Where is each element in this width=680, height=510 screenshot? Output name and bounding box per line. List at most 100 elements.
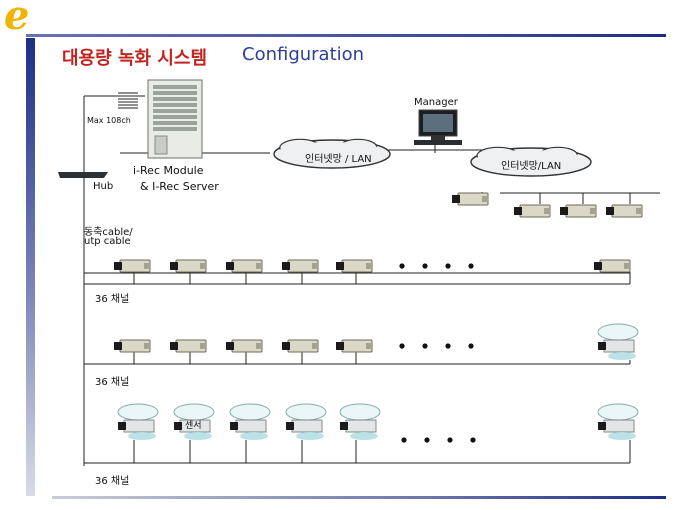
- camera-back: [366, 343, 372, 349]
- camera-lens: [230, 422, 238, 430]
- camera-body: [123, 419, 155, 433]
- camera-base: [184, 432, 212, 440]
- ellipsis-dot: [468, 263, 474, 269]
- ellipsis-dot: [447, 437, 453, 443]
- logo-e: e: [4, 0, 30, 39]
- camera-lens: [336, 342, 344, 350]
- hub-device: [58, 172, 108, 178]
- camera-body: [345, 419, 377, 433]
- row2-ellipsis: [399, 343, 474, 349]
- row1-channels-label: 36 채널: [95, 294, 130, 305]
- camera-lens: [598, 342, 606, 350]
- sensor-housing: [339, 403, 381, 421]
- sensor-housing: [285, 403, 327, 421]
- camera-back: [312, 343, 318, 349]
- camera-base: [128, 432, 156, 440]
- row3-sensor-camera: [339, 403, 381, 440]
- ellipsis-dot: [424, 437, 430, 443]
- ellipsis-dot: [445, 263, 451, 269]
- cable-label-line1: 동축cable/: [84, 227, 133, 238]
- camera-lens: [282, 342, 290, 350]
- server-slot: [153, 109, 197, 113]
- row1-camera: [170, 259, 207, 273]
- ellipsis-dot: [401, 437, 407, 443]
- top-divider: [26, 34, 666, 37]
- camera-lens: [286, 422, 294, 430]
- camera-body: [291, 419, 323, 433]
- row2-channels-label: 36 채널: [95, 377, 130, 388]
- row3-sensor-camera: [285, 403, 327, 440]
- row1-camera: [114, 259, 151, 273]
- row1-camera: [226, 259, 263, 273]
- camera-lens: [336, 262, 344, 270]
- page-title-korean: 대용량 녹화 시스템: [62, 48, 208, 69]
- server-slot: [153, 127, 197, 131]
- devices: [58, 79, 643, 443]
- camera-body: [603, 419, 635, 433]
- camera-body: [603, 339, 635, 353]
- sensor-label: 센서: [185, 421, 202, 431]
- internet-cloud-1: [273, 138, 391, 169]
- camera-body: [235, 419, 267, 433]
- camera-back: [590, 208, 596, 214]
- sensor-housing: [229, 403, 271, 421]
- row3-channels-label: 36 채널: [95, 476, 130, 487]
- row3-ellipsis: [401, 437, 476, 443]
- row2-camera: [336, 339, 373, 353]
- camera-lens: [282, 262, 290, 270]
- cloud-fill: [473, 150, 589, 174]
- camera-base: [350, 432, 378, 440]
- camera-lens: [452, 195, 460, 203]
- camera-lens: [114, 262, 122, 270]
- sensor-housing: [597, 403, 639, 421]
- camera-back: [624, 263, 630, 269]
- camera-lens: [560, 207, 568, 215]
- camera-lens: [226, 262, 234, 270]
- connection-lines: [83, 92, 660, 466]
- server-slot: [153, 97, 197, 101]
- camera-lens: [170, 342, 178, 350]
- server-slot: [153, 121, 197, 125]
- cloud-fill: [276, 142, 388, 166]
- module-label-line1: i-Rec Module: [133, 164, 204, 177]
- bottom-divider: [52, 496, 666, 499]
- ellipsis-dot: [422, 343, 428, 349]
- row1-ellipsis: [399, 263, 474, 269]
- camera-base: [608, 432, 636, 440]
- ellipsis-dot: [399, 263, 405, 269]
- row3-sensor-camera: [173, 403, 215, 440]
- left-accent-bar: [26, 38, 35, 496]
- row1-camera: [282, 259, 319, 273]
- row2-camera: [114, 339, 151, 353]
- sensor-housing: [597, 323, 639, 341]
- server-door: [154, 135, 168, 155]
- camera-back: [200, 263, 206, 269]
- server-slot: [153, 103, 197, 107]
- camera-back: [544, 208, 550, 214]
- keyboard: [414, 140, 462, 145]
- internet-lan-label-1: 인터넷망 / LAN: [305, 154, 372, 165]
- server-slot: [153, 115, 197, 119]
- camera-lens: [598, 422, 606, 430]
- row1-camera-last: [594, 259, 631, 273]
- network-camera: [514, 204, 551, 218]
- module-label-line2: & I-Rec Server: [140, 180, 219, 193]
- camera-back: [200, 343, 206, 349]
- camera-back: [482, 196, 488, 202]
- ellipsis-dot: [445, 343, 451, 349]
- network-camera: [606, 204, 643, 218]
- row3-sensor-camera: [117, 403, 159, 440]
- page-title-english: Configuration: [242, 44, 365, 65]
- hub-body: [58, 172, 108, 178]
- camera-base: [296, 432, 324, 440]
- cable-label-line2: utp cable: [84, 236, 131, 247]
- camera-lens: [594, 262, 602, 270]
- ellipsis-dot: [468, 343, 474, 349]
- camera-lens: [174, 422, 182, 430]
- ellipsis-dot: [470, 437, 476, 443]
- monitor-stand: [431, 136, 445, 140]
- camera-back: [144, 343, 150, 349]
- camera-lens: [340, 422, 348, 430]
- camera-back: [256, 343, 262, 349]
- ellipsis-dot: [422, 263, 428, 269]
